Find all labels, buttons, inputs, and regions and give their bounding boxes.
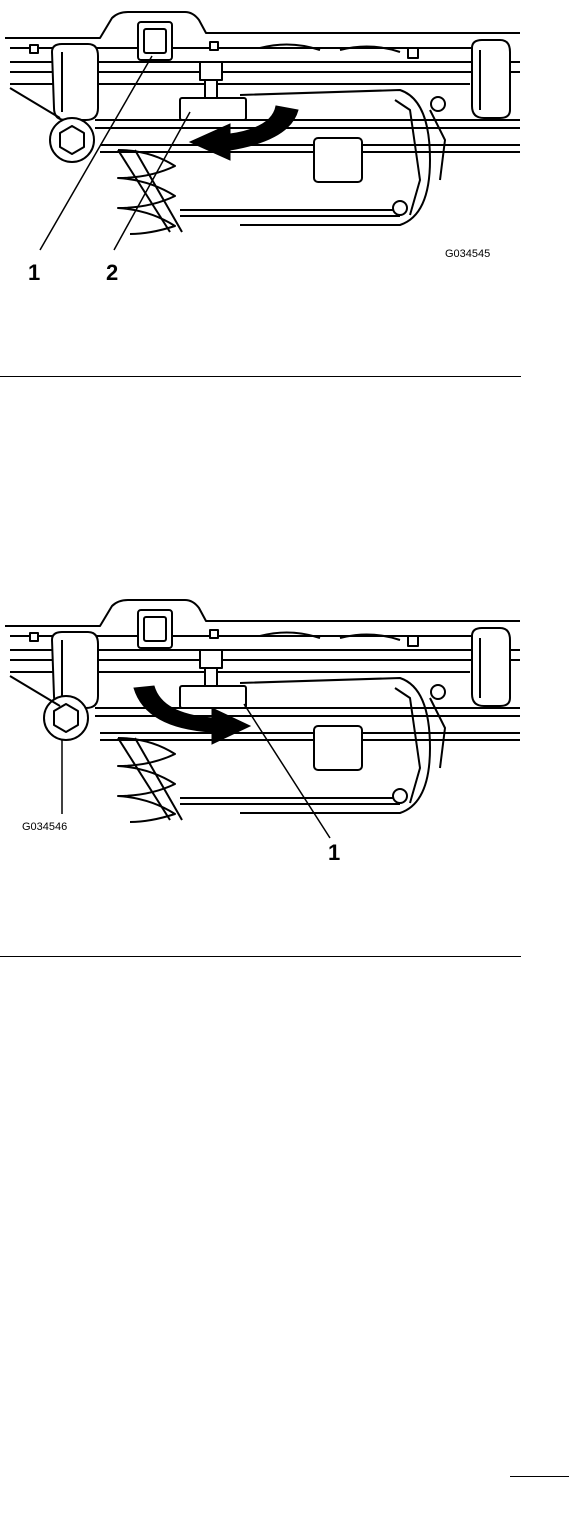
footer-rule bbox=[510, 1476, 569, 1477]
mower-deck-illustration: 1 2 G034545 bbox=[0, 0, 525, 300]
callout-1: 1 bbox=[328, 840, 340, 865]
figure-code: G034545 bbox=[445, 248, 490, 260]
mower-deck-illustration: 1 G034546 bbox=[0, 588, 525, 878]
figure-1: 1 2 G034545 bbox=[0, 0, 525, 300]
figure-code: G034546 bbox=[22, 821, 67, 833]
callout-1: 1 bbox=[28, 260, 40, 285]
figure-2: 1 G034546 bbox=[0, 588, 525, 878]
section-divider bbox=[0, 956, 521, 957]
section-divider bbox=[0, 376, 521, 377]
callout-2: 2 bbox=[106, 260, 118, 285]
